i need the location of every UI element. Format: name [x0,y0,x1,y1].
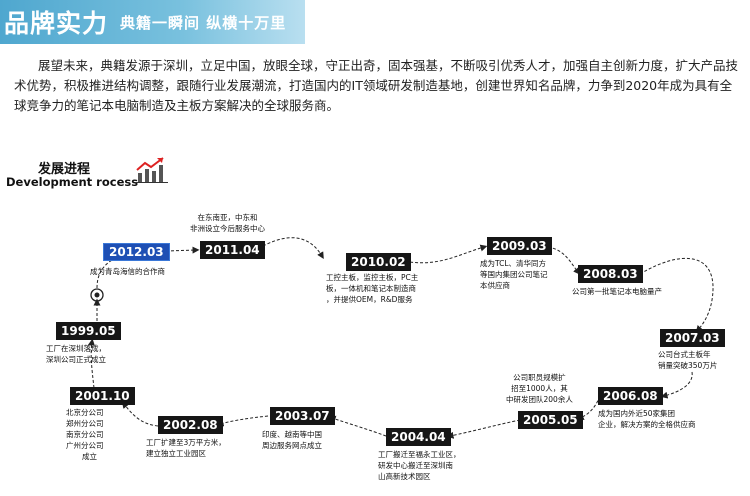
milestone-2012-badge: 2012.03 [103,243,170,261]
section-subtitle: Development rocess [6,175,139,189]
milestone-2003-badge: 2003.07 [270,407,335,425]
milestone-2001-badge: 2001.10 [70,387,135,405]
header-banner: 品牌实力 典籍一瞬间 纵横十万里 [0,0,305,44]
milestone-2007-note: 公司台式主板年 销量突破350万片 [658,350,718,370]
milestone-2006-note: 成为国内外近50家集团 企业，解决方案的全格供应商 [598,409,696,429]
milestone-2007-badge: 2007.03 [660,329,725,347]
milestone-2011-note: 在东南亚，中东和 非洲设立今后服务中心 [190,213,265,233]
milestone-2005-note: 公司职员规模扩 招至1000人，其 中研发团队200余人 [506,373,573,404]
milestone-2009-note: 成为TCL、清华同方 等国内集团公司笔记 本供应商 [480,259,548,290]
milestone-2003-note: 印度、越南等中国 周边服务网点成立 [262,430,322,450]
milestone-2002-badge: 2002.08 [158,416,223,434]
milestone-2008-badge: 2008.03 [578,265,643,283]
milestone-2009-badge: 2009.03 [487,237,552,255]
milestone-1999-badge: 1999.05 [56,322,121,340]
milestone-2011-badge: 2011.04 [200,241,265,259]
milestone-2002-note: 工厂扩建至3万平方米， 建立独立工业园区 [146,438,226,458]
milestone-2010-note: 工控主板，监控主板，PC主 板，一体机和笔记本制造商 ，并提供OEM，R&D服务 [326,273,419,304]
milestone-2006-badge: 2006.08 [598,387,663,405]
milestone-2005-badge: 2005.05 [518,411,583,429]
milestone-2010-badge: 2010.02 [346,253,411,271]
milestone-2008-note: 公司第一批笔记本电脑量产 [572,287,662,296]
section-title: 发展进程 [38,162,91,177]
page-slogan: 典籍一瞬间 纵横十万里 [120,13,287,32]
milestone-2004-note: 工厂搬迁至福永工业区， 研发中心搬迁至深圳南 山高新技术园区 [378,450,461,481]
page-title: 品牌实力 [4,9,109,38]
milestone-2001-note: 北京分公司 郑州分公司 南京分公司 广州分公司 成立 [66,408,104,461]
milestone-2012-note: 成为青岛海信的合作商 [90,267,165,276]
intro-paragraph: 展望未来，典籍发源于深圳，立足中国，放眼全球，守正出奇，固本强基，不断吸引优秀人… [14,58,739,113]
trend-arrow-icon [136,157,168,183]
milestone-1999-note: 工厂在深圳落成， 深圳公司正式成立 [46,344,106,364]
milestone-2004-badge: 2004.04 [386,428,451,446]
